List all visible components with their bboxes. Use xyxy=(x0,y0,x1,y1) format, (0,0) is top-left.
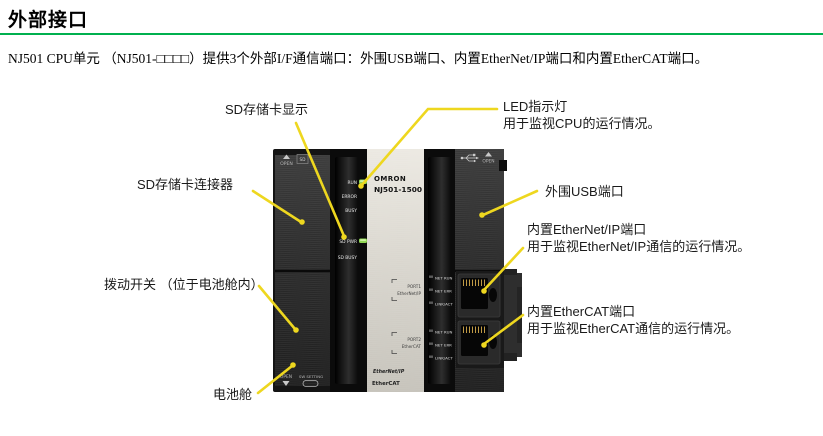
port2-neterr-label: NET ERR xyxy=(435,343,452,348)
led-label: LED指示灯 xyxy=(503,99,568,114)
side-connector-block xyxy=(504,269,522,361)
sd-slot-label: SD xyxy=(300,157,306,162)
sd-busy-led-label: SD BUSY xyxy=(338,255,358,261)
toggle-switch-label: 拨动开关 （位于电池舱内） xyxy=(104,277,264,292)
usb-port-panel: OPEN xyxy=(455,149,507,392)
callout-label-led: LED指示灯 用于监视CPU的运行情况。 xyxy=(503,98,660,132)
port2-type-label: EtherCAT xyxy=(402,344,422,349)
callout-label-toggle-switch: 拨动开关 （位于电池舱内） xyxy=(104,276,264,293)
intro-text: NJ501 CPU单元 （NJ501-□□□□）提供3个外部I/F通信端口：外围… xyxy=(8,51,709,66)
callout-label-ethercat: 内置EtherCAT端口 用于监视EtherCAT通信的运行情况。 xyxy=(527,303,739,337)
port2-name-label: PORT2 xyxy=(407,337,421,342)
callout-label-sd-display: SD存储卡显示 xyxy=(225,101,308,118)
callout-label-battery: 电池舱 xyxy=(213,386,252,403)
open-top-left-label: OPEN xyxy=(280,161,293,167)
led-desc: 用于监视CPU的运行情况。 xyxy=(503,116,661,131)
ethernet-ip-label: 内置EtherNet/IP端口 xyxy=(527,222,647,237)
ethercat-jack xyxy=(457,320,501,365)
run-led-label: RUN xyxy=(347,180,357,186)
sd-connector-label: SD存储卡连接器 xyxy=(137,177,234,192)
open-bottom-label: OPEN xyxy=(280,374,292,380)
busy-led-label: BUSY xyxy=(345,208,357,214)
cpu-led-strip: RUN ERROR BUSY SD PWR SD BUSY xyxy=(330,149,367,392)
error-led-label: ERROR xyxy=(342,194,357,200)
sw-setting-label: SW SETTING xyxy=(299,374,323,379)
callout-label-sd-connector: SD存储卡连接器 xyxy=(137,176,233,193)
side-tab xyxy=(499,160,507,171)
model-label: NJ501-1500 xyxy=(374,185,422,194)
cpu-unit-illustration: OPEN SD OPEN SW SETTING RUN ERROR BUSY S… xyxy=(273,149,522,392)
usb-label: 外围USB端口 xyxy=(545,184,624,199)
open-arrow-up-icon xyxy=(283,154,290,159)
port2-linkact-label: LINK/ACT xyxy=(435,356,453,361)
ethernet-ip-desc: 用于监视EtherNet/IP通信的运行情况。 xyxy=(527,239,751,254)
battery-label: 电池舱 xyxy=(213,387,253,402)
callout-label-ethernet-ip: 内置EtherNet/IP端口 用于监视EtherNet/IP通信的运行情况。 xyxy=(527,221,750,255)
page-title: 外部接口 xyxy=(8,10,89,31)
ethernet-ip-logo: EtherNet/IP xyxy=(373,369,405,375)
sd-display-label: SD存储卡显示 xyxy=(225,102,309,117)
ethernet-ip-jack xyxy=(457,273,501,318)
ethercat-label: 内置EtherCAT端口 xyxy=(527,304,636,319)
port1-neterr-label: NET ERR xyxy=(435,289,452,294)
brand-label: OMRON xyxy=(374,175,406,183)
open-top-right-label: OPEN xyxy=(482,159,494,165)
title-underline xyxy=(0,33,823,35)
callout-label-usb: 外围USB端口 xyxy=(545,183,624,200)
port1-type-label: EtherNet/IP xyxy=(397,291,421,296)
sw-setting-switch-icon xyxy=(302,380,319,387)
center-silver-panel: OMRON NJ501-1500 PORT1 EtherNet/IP PORT2… xyxy=(367,149,424,392)
port1-name-label: PORT1 xyxy=(407,284,421,289)
ethercat-desc: 用于监视EtherCAT通信的运行情况。 xyxy=(527,321,740,336)
port1-netrun-label: NET RUN xyxy=(435,276,453,281)
network-led-strip: NET RUN NET ERR LINK/ACT NET RUN NET ERR… xyxy=(424,149,455,392)
port1-linkact-label: LINK/ACT xyxy=(435,302,453,307)
port2-netrun-label: NET RUN xyxy=(435,330,453,335)
sd-pwr-led-label: SD PWR xyxy=(339,239,357,245)
ethercat-logo: EtherCAT xyxy=(372,381,400,387)
sd-battery-cover-panel: OPEN SD OPEN SW SETTING xyxy=(275,154,330,387)
